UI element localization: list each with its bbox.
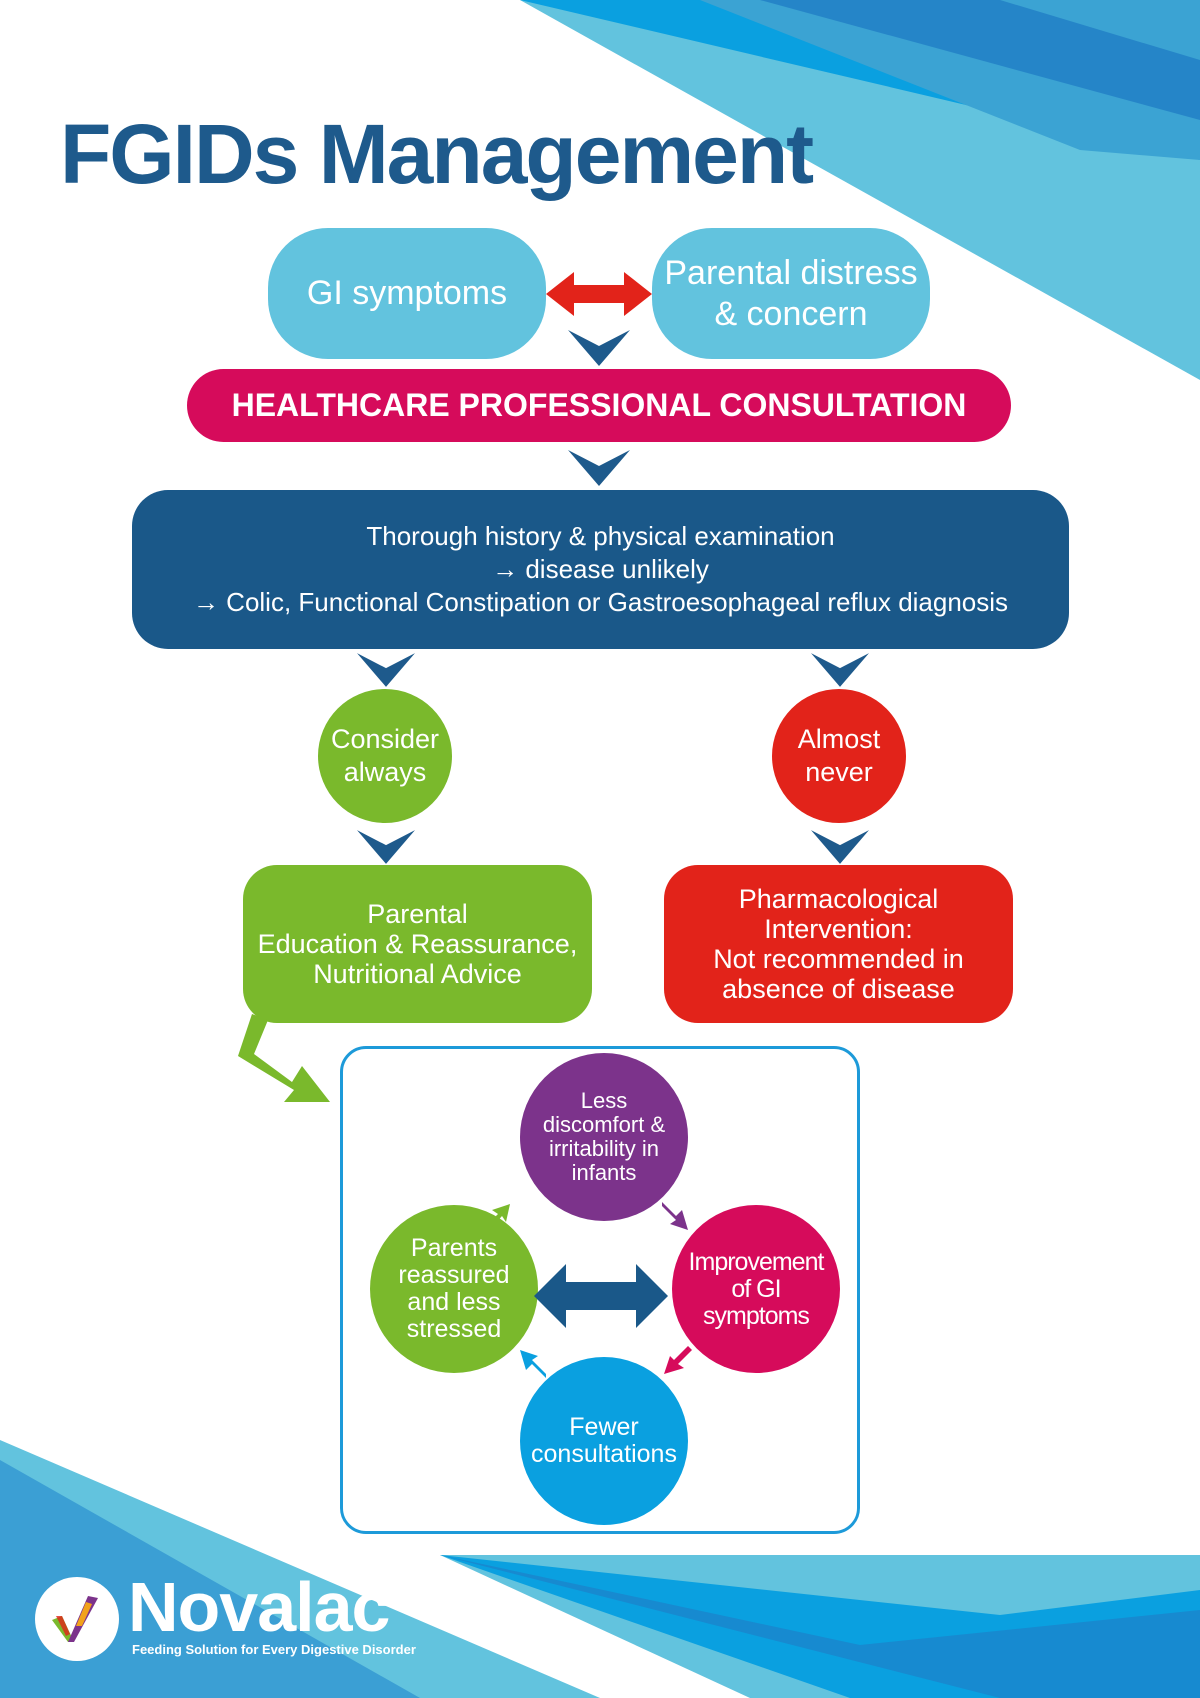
less-discomfort-circle: Less discomfort & irritability in infant… (520, 1053, 688, 1221)
chevron-down-icon (357, 653, 415, 687)
history-line-2: → disease unlikely (492, 554, 709, 584)
chevron-down-icon (568, 450, 630, 486)
brand-name: Novalac (128, 1568, 390, 1646)
consider-always-circle: Consider always (318, 689, 452, 823)
cycle-arrow-icon (664, 1346, 692, 1374)
gi-symptoms-label: GI symptoms (306, 274, 508, 312)
fewer-consultations-circle: Fewer consultations (520, 1357, 688, 1525)
parental-education-box: Parental Education & Reassurance, Nutrit… (243, 865, 592, 1023)
history-line-3: → Colic, Functional Constipation or Gast… (192, 587, 1009, 617)
gi-symptoms-box: GI symptoms (268, 228, 546, 359)
improvement-label: Improvement of GI symptoms (688, 1247, 825, 1330)
cycle-arrow-icon (662, 1202, 688, 1230)
history-line-1: Thorough history & physical examination (366, 521, 835, 551)
parental-education-label: Parental Education & Reassurance, Nutrit… (257, 899, 578, 989)
bent-arrow-icon (238, 1014, 330, 1102)
parental-distress-box: Parental distress & concern (652, 228, 930, 359)
novalac-checkmark-logo (35, 1577, 119, 1661)
page-title: FGIDs Management (60, 107, 814, 201)
history-examination-box: Thorough history & physical examination … (132, 490, 1069, 649)
double-arrow-icon (534, 1264, 668, 1328)
healthcare-consultation-box: HEALTHCARE PROFESSIONAL CONSULTATION (187, 369, 1011, 442)
healthcare-consultation-label: HEALTHCARE PROFESSIONAL CONSULTATION (231, 387, 967, 423)
consider-always-label: Consider always (330, 724, 440, 787)
parents-reassured-circle: Parents reassured and less stressed (370, 1205, 538, 1373)
brand-tagline: Feeding Solution for Every Digestive Dis… (132, 1642, 416, 1657)
chevron-down-icon (811, 653, 869, 687)
fewer-consultations-label: Fewer consultations (531, 1413, 677, 1468)
cycle-arrows (484, 1202, 692, 1378)
chevron-down-icon (811, 830, 869, 864)
cycle-arrow-icon (484, 1204, 510, 1232)
chevron-down-icon (357, 830, 415, 864)
double-arrow-icon (546, 272, 652, 316)
almost-never-label: Almost never (797, 724, 881, 787)
cycle-arrow-icon (520, 1350, 546, 1378)
parents-reassured-label: Parents reassured and less stressed (398, 1234, 510, 1343)
improvement-circle: Improvement of GI symptoms (672, 1205, 840, 1373)
pharmacological-label: Pharmacological Intervention: Not recomm… (713, 884, 964, 1004)
chevron-down-icon (568, 330, 630, 366)
less-discomfort-label: Less discomfort & irritability in infant… (542, 1088, 666, 1185)
almost-never-circle: Almost never (772, 689, 906, 823)
pharmacological-box: Pharmacological Intervention: Not recomm… (664, 865, 1013, 1023)
parental-distress-label: Parental distress & concern (664, 253, 918, 333)
